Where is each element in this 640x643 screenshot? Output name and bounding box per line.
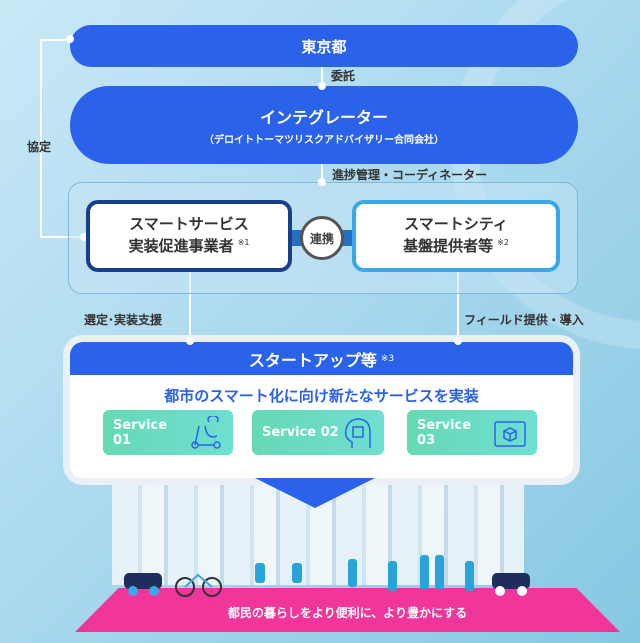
sentei-line (189, 272, 191, 342)
service-card-03: Service 03 (407, 410, 537, 455)
dot (318, 82, 326, 90)
left-line1: スマートサービス (129, 215, 249, 234)
service-card-01: Service 01 (103, 410, 233, 455)
kyotei-label: 協定 (27, 140, 52, 154)
smart-city-card: スマートシティ 基盤提供者等※2 (352, 200, 560, 272)
left-line2: 実装促進事業者 (128, 237, 234, 255)
renkei-circle: 連携 (300, 216, 344, 260)
ar-cube-icon (494, 420, 526, 447)
left-note: ※1 (237, 238, 250, 247)
cyclist-icon (175, 573, 222, 597)
dot (80, 233, 88, 241)
kyotei-line-bottom (40, 236, 88, 238)
startup-title: スタートアップ等 (248, 350, 377, 370)
smart-service-card: スマートサービス 実装促進事業者※1 (86, 200, 292, 272)
road (75, 588, 620, 632)
service-card-02: Service 02 (252, 410, 384, 455)
progress-line (321, 164, 323, 184)
sentei-label: 選定･実装支援 (84, 313, 163, 327)
field-line (457, 272, 459, 342)
renkei-label: 連携 (309, 231, 334, 246)
road-text: 都民の暮らしをより便利に、より豊かにする (227, 606, 468, 620)
right-line1: スマートシティ (404, 215, 508, 234)
ai-head-icon (344, 417, 371, 448)
kyotei-line-top (40, 39, 70, 41)
service-label: Service 01 (113, 417, 168, 448)
integrator-title: インテグレーター (259, 108, 388, 127)
startup-header: スタートアップ等※3 (70, 342, 573, 375)
people-illustration (124, 555, 530, 597)
dot (454, 337, 462, 345)
scooter-vr-icon (191, 415, 221, 449)
itaku-label: 委託 (331, 69, 356, 83)
progress-label: 進捗管理・コーディネーター (332, 168, 488, 182)
kyotei-line-v (40, 39, 42, 237)
car-icon (492, 573, 530, 596)
dot (318, 178, 326, 186)
startup-subtitle: 都市のスマート化に向け新たなサービスを実装 (164, 387, 479, 405)
startup-note: ※3 (380, 353, 395, 364)
tokyo-bar: 東京都 (70, 25, 578, 67)
field-label: フィールド提供・導入 (464, 313, 584, 327)
right-note: ※2 (497, 238, 509, 247)
dot (66, 35, 74, 43)
right-line2: 基盤提供者等 (403, 237, 494, 255)
integrator-bar: インテグレーター （デロイトトーマツリスクアドバイザリー合同会社） (70, 86, 578, 164)
car-icon (124, 573, 162, 596)
dot (186, 337, 194, 345)
itaku-line (321, 66, 323, 88)
tokyo-label: 東京都 (301, 37, 347, 56)
service-label: Service 02 (262, 425, 339, 440)
integrator-sub: （デロイトトーマツリスクアドバイザリー合同会社） (204, 135, 444, 146)
service-label: Service 03 (417, 417, 472, 448)
